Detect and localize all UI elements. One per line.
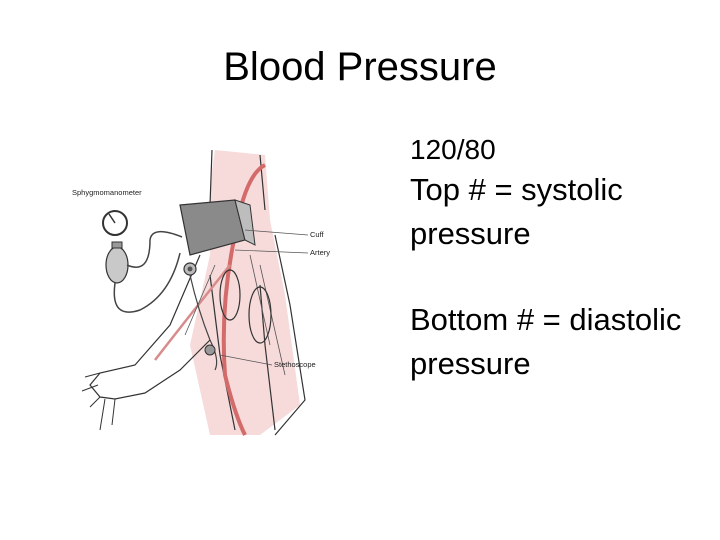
label-cuff: Cuff [310,230,325,239]
slide-title: Blood Pressure [223,45,497,89]
inflation-bulb [105,246,129,284]
hand-outline [81,372,116,431]
cuff-band [234,199,256,246]
label-sphygmomanometer: Sphygmomanometer [72,188,142,197]
blood-pressure-reading: 120/80 [410,134,496,165]
artery-leader [234,249,309,254]
gauge-needle [108,213,116,224]
stethoscope-leader [219,354,273,366]
bullet-systolic: Top # = systolic pressure [410,172,623,251]
stethoscope-head-inner [187,266,193,272]
bullet-diastolic: Bottom # = diastolic pressure [410,302,682,381]
upper-arm-outline [209,149,306,436]
ring-right [248,286,272,344]
vein-lines [184,254,286,376]
label-stethoscope: Stethoscope [274,360,316,369]
arm-cuff-illustration: Sphygmomanometer Cuff Artery Stethoscope [72,149,330,436]
stethoscope-bell [204,344,216,356]
label-artery: Artery [310,248,330,257]
tubing [113,231,183,313]
artery-branch [154,264,231,361]
artery [221,163,267,436]
ring-left [219,269,241,321]
cuff-leader [244,229,309,236]
stethoscope-tube [189,274,218,371]
bulb-valve [111,241,123,249]
